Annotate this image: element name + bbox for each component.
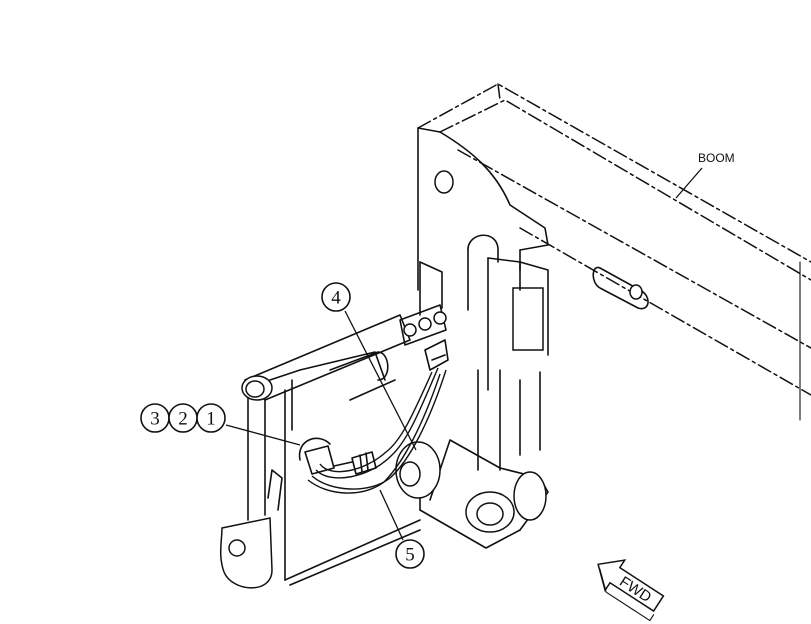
- bulkhead-fitting-c: [433, 311, 447, 325]
- coupler-top-pin: [245, 380, 265, 398]
- hose-assembly: [298, 367, 447, 494]
- svg-text:5: 5: [405, 545, 415, 566]
- callout-5: 5: [395, 539, 425, 569]
- lower-pivot-pin: [476, 502, 504, 526]
- callout-group: 3 2 1 4 5: [140, 282, 425, 569]
- quick-coupler: [219, 314, 441, 589]
- callout-4: 4: [321, 282, 351, 312]
- coupler-lower-pin: [228, 539, 246, 557]
- boom-label: BOOM: [698, 151, 735, 165]
- boom-assembly: [417, 83, 811, 421]
- svg-text:1: 1: [206, 409, 216, 430]
- boom-side-hole: [629, 284, 643, 300]
- svg-text:3: 3: [150, 409, 160, 430]
- boom-label-group: BOOM: [675, 151, 735, 199]
- forward-direction-arrow: FWD: [597, 559, 665, 622]
- hose-end-fitting: [351, 451, 377, 475]
- bulkhead-fitting-a: [403, 323, 417, 337]
- link-pin-boss: [513, 471, 547, 521]
- callout-2: 2: [168, 403, 198, 433]
- callout-3: 3: [140, 403, 170, 433]
- tilt-linkage: [419, 257, 549, 549]
- tee-fitting: [304, 445, 335, 475]
- coupler-lower-lug: [219, 517, 273, 589]
- cylinder-head: [512, 287, 544, 351]
- coupler-pivot-pin: [399, 461, 421, 487]
- svg-text:2: 2: [178, 409, 188, 430]
- leader-line-5: [379, 489, 404, 541]
- boom-leader-line: [675, 167, 703, 199]
- boom-side-slot: [592, 266, 649, 310]
- bulkhead-fitting-b: [418, 317, 432, 331]
- leader-line-4: [344, 310, 417, 451]
- svg-text:4: 4: [331, 288, 341, 309]
- boom-pin-boss: [434, 170, 454, 194]
- callout-1: 1: [196, 403, 226, 433]
- bulkhead-fitting-block: [399, 261, 449, 371]
- leader-line-1: [225, 424, 301, 446]
